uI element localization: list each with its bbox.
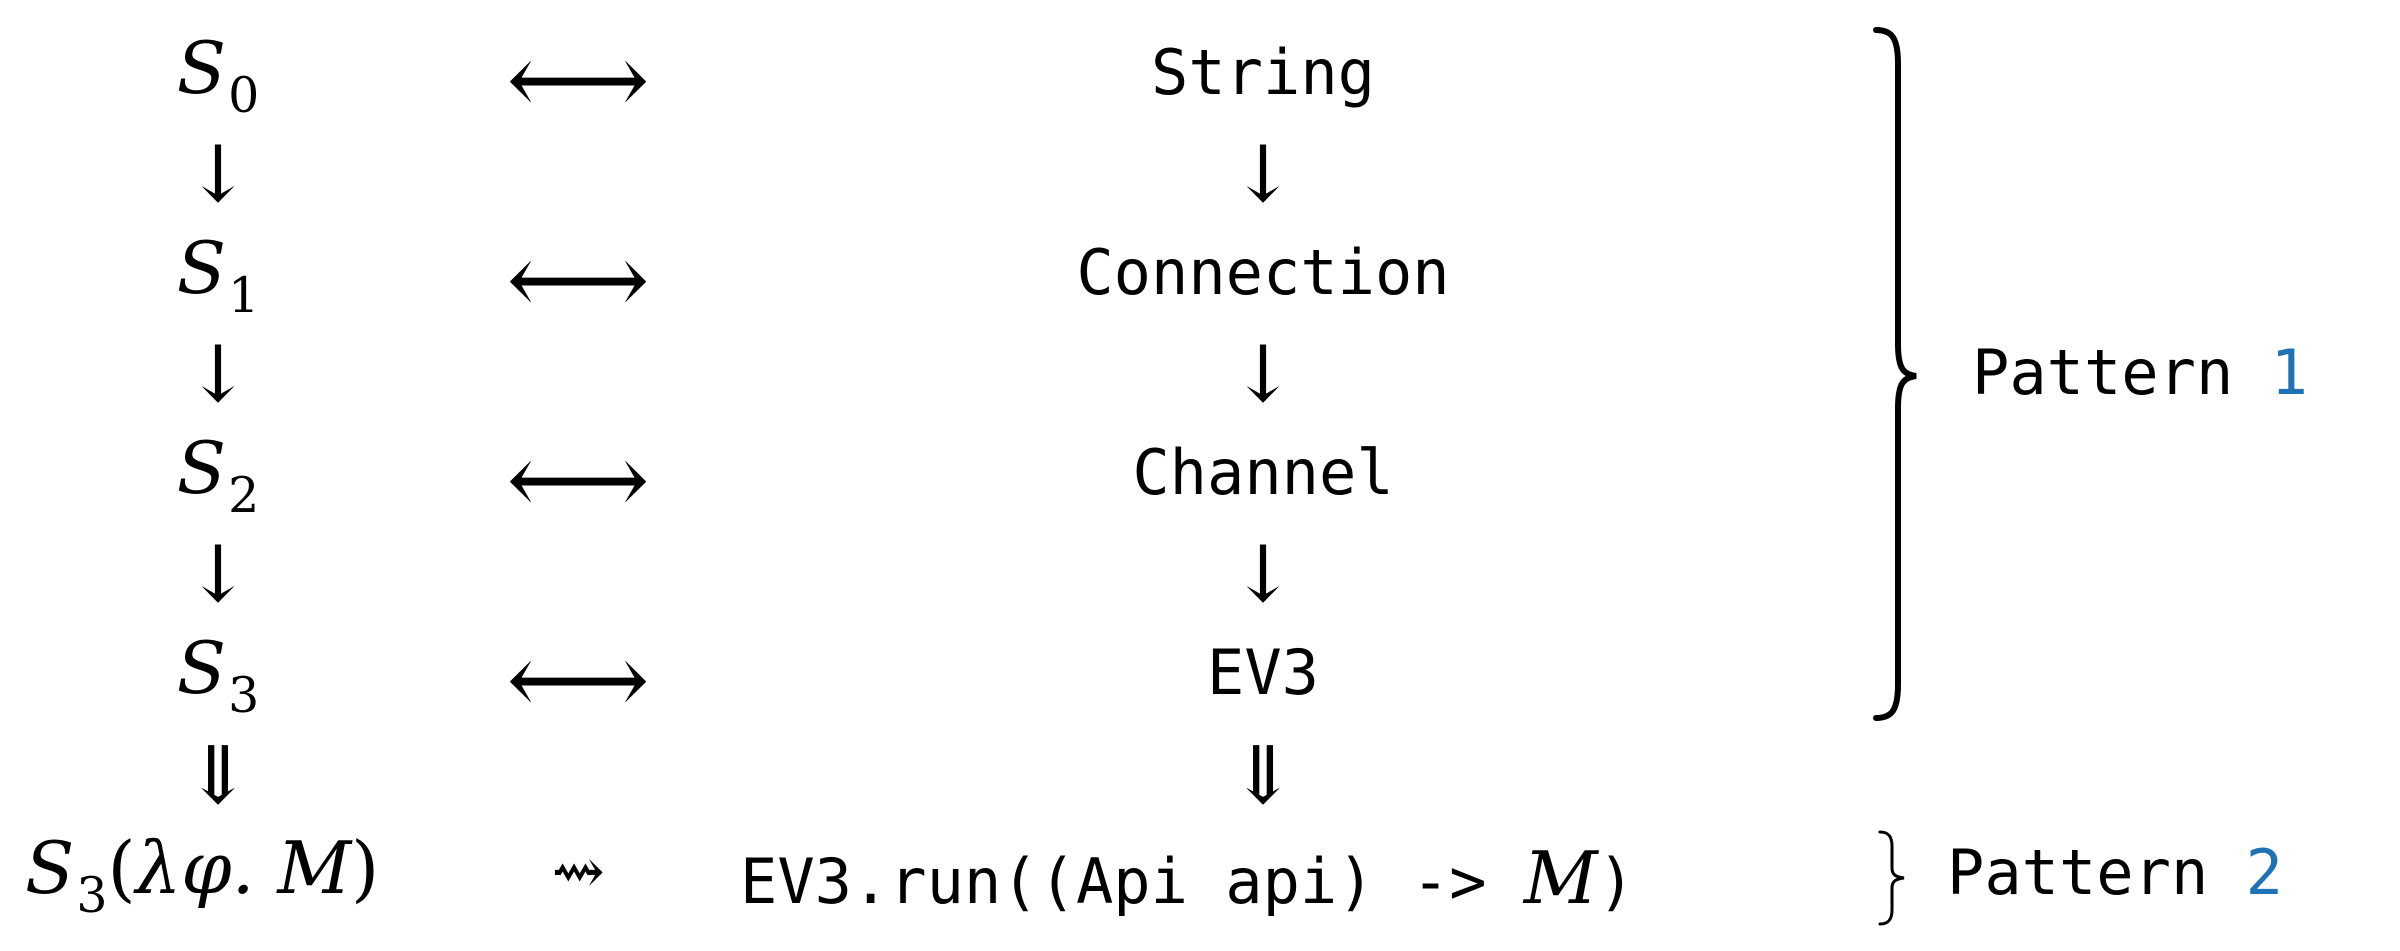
pattern-1-label: Pattern 1 [1972,336,2308,409]
pattern-2-number: 2 [2245,836,2283,909]
down-arrow-s2-s3: ↓ [185,530,251,620]
type-ev3: EV3 [1207,636,1319,709]
pattern-1-number: 1 [2270,336,2308,409]
down-arrow-connection-channel: ↓ [1230,330,1296,420]
bidirectional-arrow-2: ⟷ [506,421,650,538]
leadsto-arrow: ⇝ [551,835,605,909]
type-connection: Connection [1076,236,1450,309]
down-arrow-string-connection: ↓ [1230,130,1296,220]
final-code-expression: EV3.run((Api api) -> M) [740,836,1635,920]
bidirectional-arrow-3: ⟷ [506,621,650,738]
bidirectional-arrow-0: ⟷ [506,21,650,138]
bidirectional-arrow-1: ⟷ [506,221,650,338]
state-s3: S3 [176,626,260,724]
state-final-expression: S3(λφ. M) [25,826,380,924]
down-arrow-s1-s2: ↓ [185,330,251,420]
type-channel: Channel [1132,436,1394,509]
final-code-var: M [1523,836,1598,920]
double-down-arrow-right: ⇓ [1229,729,1297,822]
down-arrow-channel-ev3: ↓ [1230,530,1296,620]
state-s2: S2 [176,426,260,524]
pattern-2-label: Pattern 2 [1947,836,2283,909]
brace-pattern-1 [1873,27,1917,721]
down-arrow-s0-s1: ↓ [185,130,251,220]
state-s0: S0 [176,26,260,124]
state-s1: S1 [176,226,260,324]
double-down-arrow-left: ⇓ [184,729,252,822]
brace-pattern-2 [1878,830,1905,926]
type-string: String [1151,36,1375,109]
